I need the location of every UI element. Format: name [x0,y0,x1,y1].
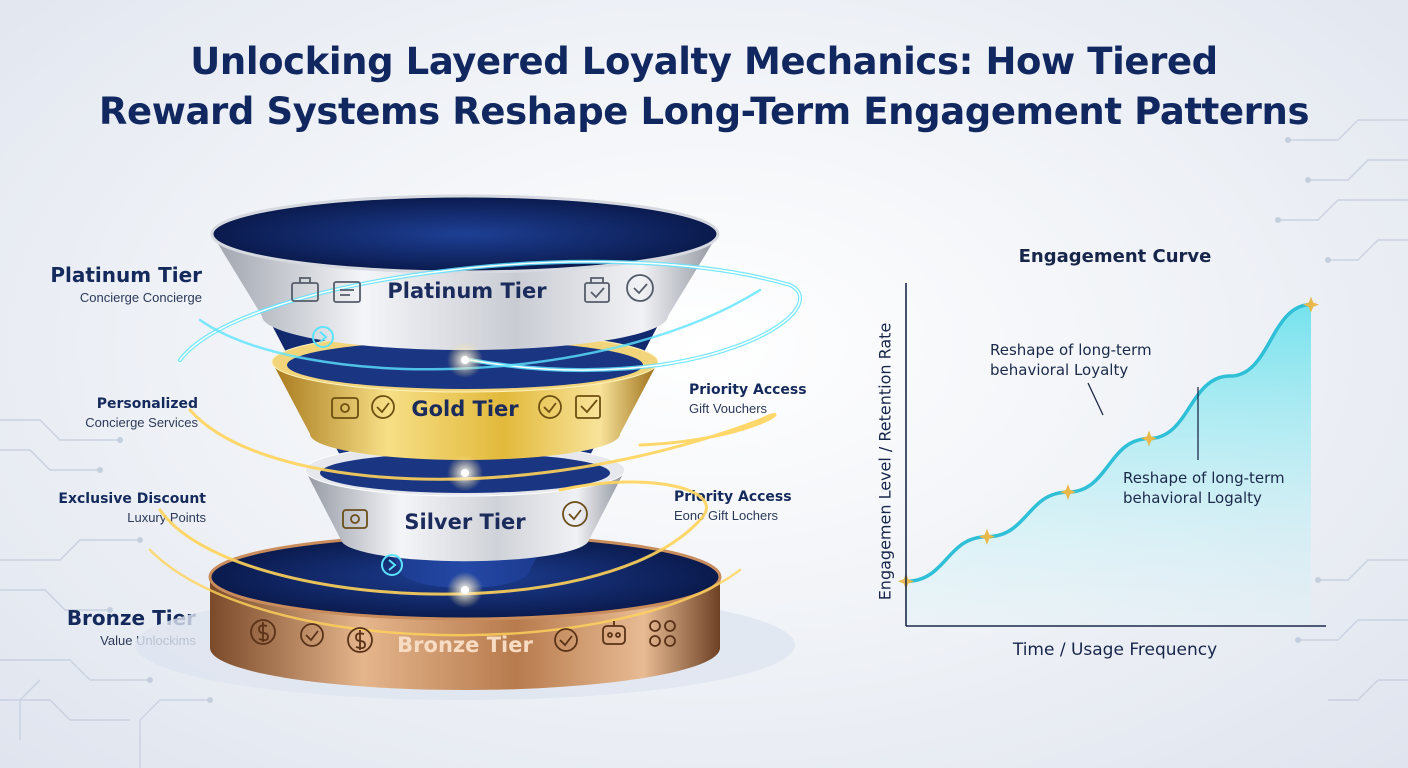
annotation-line: Reshape of long-term [1123,469,1285,487]
tier-funnel-diagram: Platinum Tier Gold Tier Silver Tier Bron… [135,194,803,700]
engagement-curve-chart [898,283,1326,627]
check-circle-icon [300,623,324,647]
chart-x-axis-label: Time / Usage Frequency [1012,640,1218,660]
spark-glow [447,342,483,608]
network-icon [649,620,676,647]
ticket-icon [333,281,361,303]
page-title-line-1: Unlocking Layered Loyalty Mechanics: How… [190,40,1218,83]
gold-tier-label: Gold Tier [411,397,519,421]
left-label-heading: Exclusive Discount [58,491,206,507]
chevron-right-icon [312,326,334,348]
annotation-line: Reshape of long-term [990,341,1152,359]
briefcase-icon [291,277,319,302]
circuit-decoration-right [1275,119,1408,701]
chart-point-star [979,528,995,545]
left-label-sub: Concierge Services [85,415,198,430]
wallet-icon [342,509,368,529]
dollar-coin-icon [347,627,373,653]
annotation-leaders [1087,382,1199,460]
bronze-tier-label: Bronze Tier [397,633,533,657]
left-label-heading: Platinum Tier [50,263,202,287]
chart-y-axis-label: Engagemen Level / Retention Rate [875,322,895,601]
circuit-decoration-left [0,419,213,768]
checkbox-icon [575,395,601,419]
gift-bag-icon [584,277,610,303]
badge-check-icon [626,274,654,302]
left-label-personalized: Personalized Concierge Services [85,396,198,430]
left-label-sub: Concierge Concierge [79,290,202,305]
left-label-platinum: Platinum Tier Concierge Concierge [50,263,202,305]
page-title-line-2: Reward Systems Reshape Long-Term Engagem… [98,90,1310,133]
chart-annotation-1: Reshape of long-term behavioral Loyalty [990,340,1152,380]
check-circle-icon [554,628,578,652]
chart-series-line [905,302,1312,584]
right-label-priority-access-1: Priority Access Gift Vouchers [689,382,807,416]
dollar-coin-icon [250,619,276,645]
platinum-tier-band [210,194,720,350]
chart-point-star [1141,430,1157,447]
robot-icon [602,621,626,645]
wallet-icon [331,397,359,419]
annotation-leader-1 [1087,382,1104,416]
chart-point-star [1060,484,1076,501]
chevron-right-icon [381,554,403,576]
check-circle-icon [371,395,395,419]
platinum-tier-label: Platinum Tier [387,279,547,303]
badge-check-icon [562,501,588,527]
annotation-line: behavioral Loyalty [990,361,1129,379]
chart-point-star [1303,296,1319,313]
left-label-heading: Personalized [96,396,198,412]
chart-title: Engagement Curve [1018,246,1212,267]
annotation-line: behavioral Logalty [1123,489,1262,507]
silver-tier-label: Silver Tier [404,510,526,534]
right-label-heading: Priority Access [689,382,807,398]
check-circle-icon [538,395,562,419]
chart-annotation-2: Reshape of long-term behavioral Logalty [1123,468,1285,508]
right-label-sub: Gift Vouchers [689,401,768,416]
